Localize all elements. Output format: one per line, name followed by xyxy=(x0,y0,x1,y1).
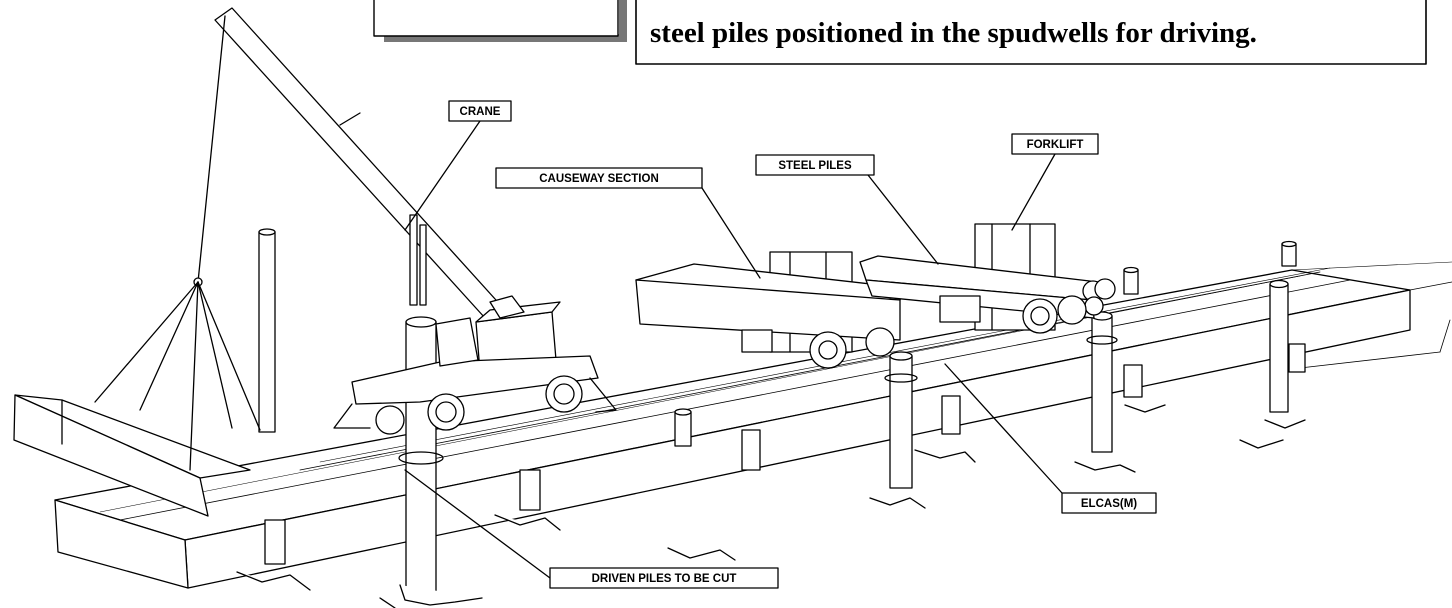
forklift-with-piles xyxy=(859,223,1116,334)
elcas-label: ELCAS(M) xyxy=(1081,498,1137,510)
callout-crane: CRANE xyxy=(404,100,512,231)
callout-steel-piles: STEEL PILES xyxy=(755,154,939,265)
left-barge xyxy=(13,394,251,517)
callout-forklift: FORKLIFT xyxy=(1011,133,1099,231)
driven-piles-label: DRIVEN PILES TO BE CUT xyxy=(592,573,737,585)
driven-piles xyxy=(258,228,1297,608)
figure-tag-box xyxy=(373,0,627,42)
causeway-section-label: CAUSEWAY SECTION xyxy=(539,173,659,185)
callout-causeway-section: CAUSEWAY SECTION xyxy=(495,167,761,279)
caption-box: steel piles positioned in the spudwells … xyxy=(635,0,1427,65)
forklift-label: FORKLIFT xyxy=(1027,139,1084,151)
caption-text: steel piles positioned in the spudwells … xyxy=(650,17,1257,49)
support-piles xyxy=(236,343,1306,591)
callout-driven-piles: DRIVEN PILES TO BE CUT xyxy=(404,469,779,589)
steel-piles-label: STEEL PILES xyxy=(778,160,852,172)
callout-elcas: ELCAS(M) xyxy=(944,363,1157,514)
crane-label: CRANE xyxy=(460,106,501,118)
causeway-section xyxy=(635,251,907,369)
crane xyxy=(94,7,617,471)
